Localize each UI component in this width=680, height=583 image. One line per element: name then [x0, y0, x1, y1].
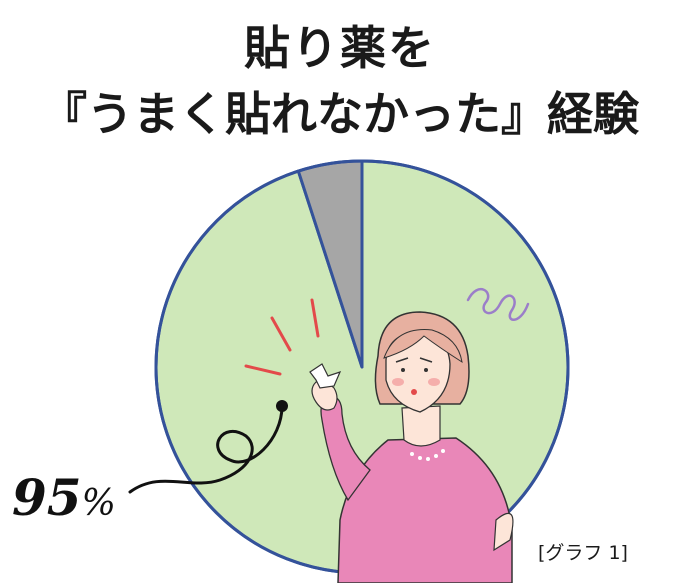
stress-line — [270, 316, 292, 352]
main-percentage-unit: % — [81, 483, 116, 524]
chart-title-line1: 貼り薬を — [244, 21, 436, 75]
woman-brow — [419, 357, 433, 363]
stress-line — [244, 364, 282, 376]
main-percentage-value: 95 — [12, 468, 82, 527]
woman-brow — [395, 357, 409, 363]
main-percentage-label: 95% — [12, 468, 116, 534]
confusion-swirl-icon — [466, 287, 530, 321]
stress-line — [310, 298, 320, 338]
woman-mouth — [411, 389, 417, 395]
woman-hip-hand — [493, 512, 514, 552]
woman-hand — [311, 381, 338, 411]
graph-number: [グラフ 1] — [538, 542, 628, 564]
callout-line — [128, 404, 284, 494]
woman-illustration — [244, 287, 530, 583]
necklace — [410, 449, 445, 461]
chart-title-line2: 『うまく貼れなかった』経験 — [41, 87, 639, 141]
percent-callout — [128, 400, 288, 494]
woman-blush — [428, 378, 440, 386]
crumpled-patch-icon — [309, 363, 342, 389]
woman-eye — [401, 368, 405, 372]
woman-bangs — [383, 329, 463, 364]
woman-neck — [401, 405, 441, 447]
woman-blush — [392, 378, 404, 386]
woman-eye — [424, 368, 428, 372]
